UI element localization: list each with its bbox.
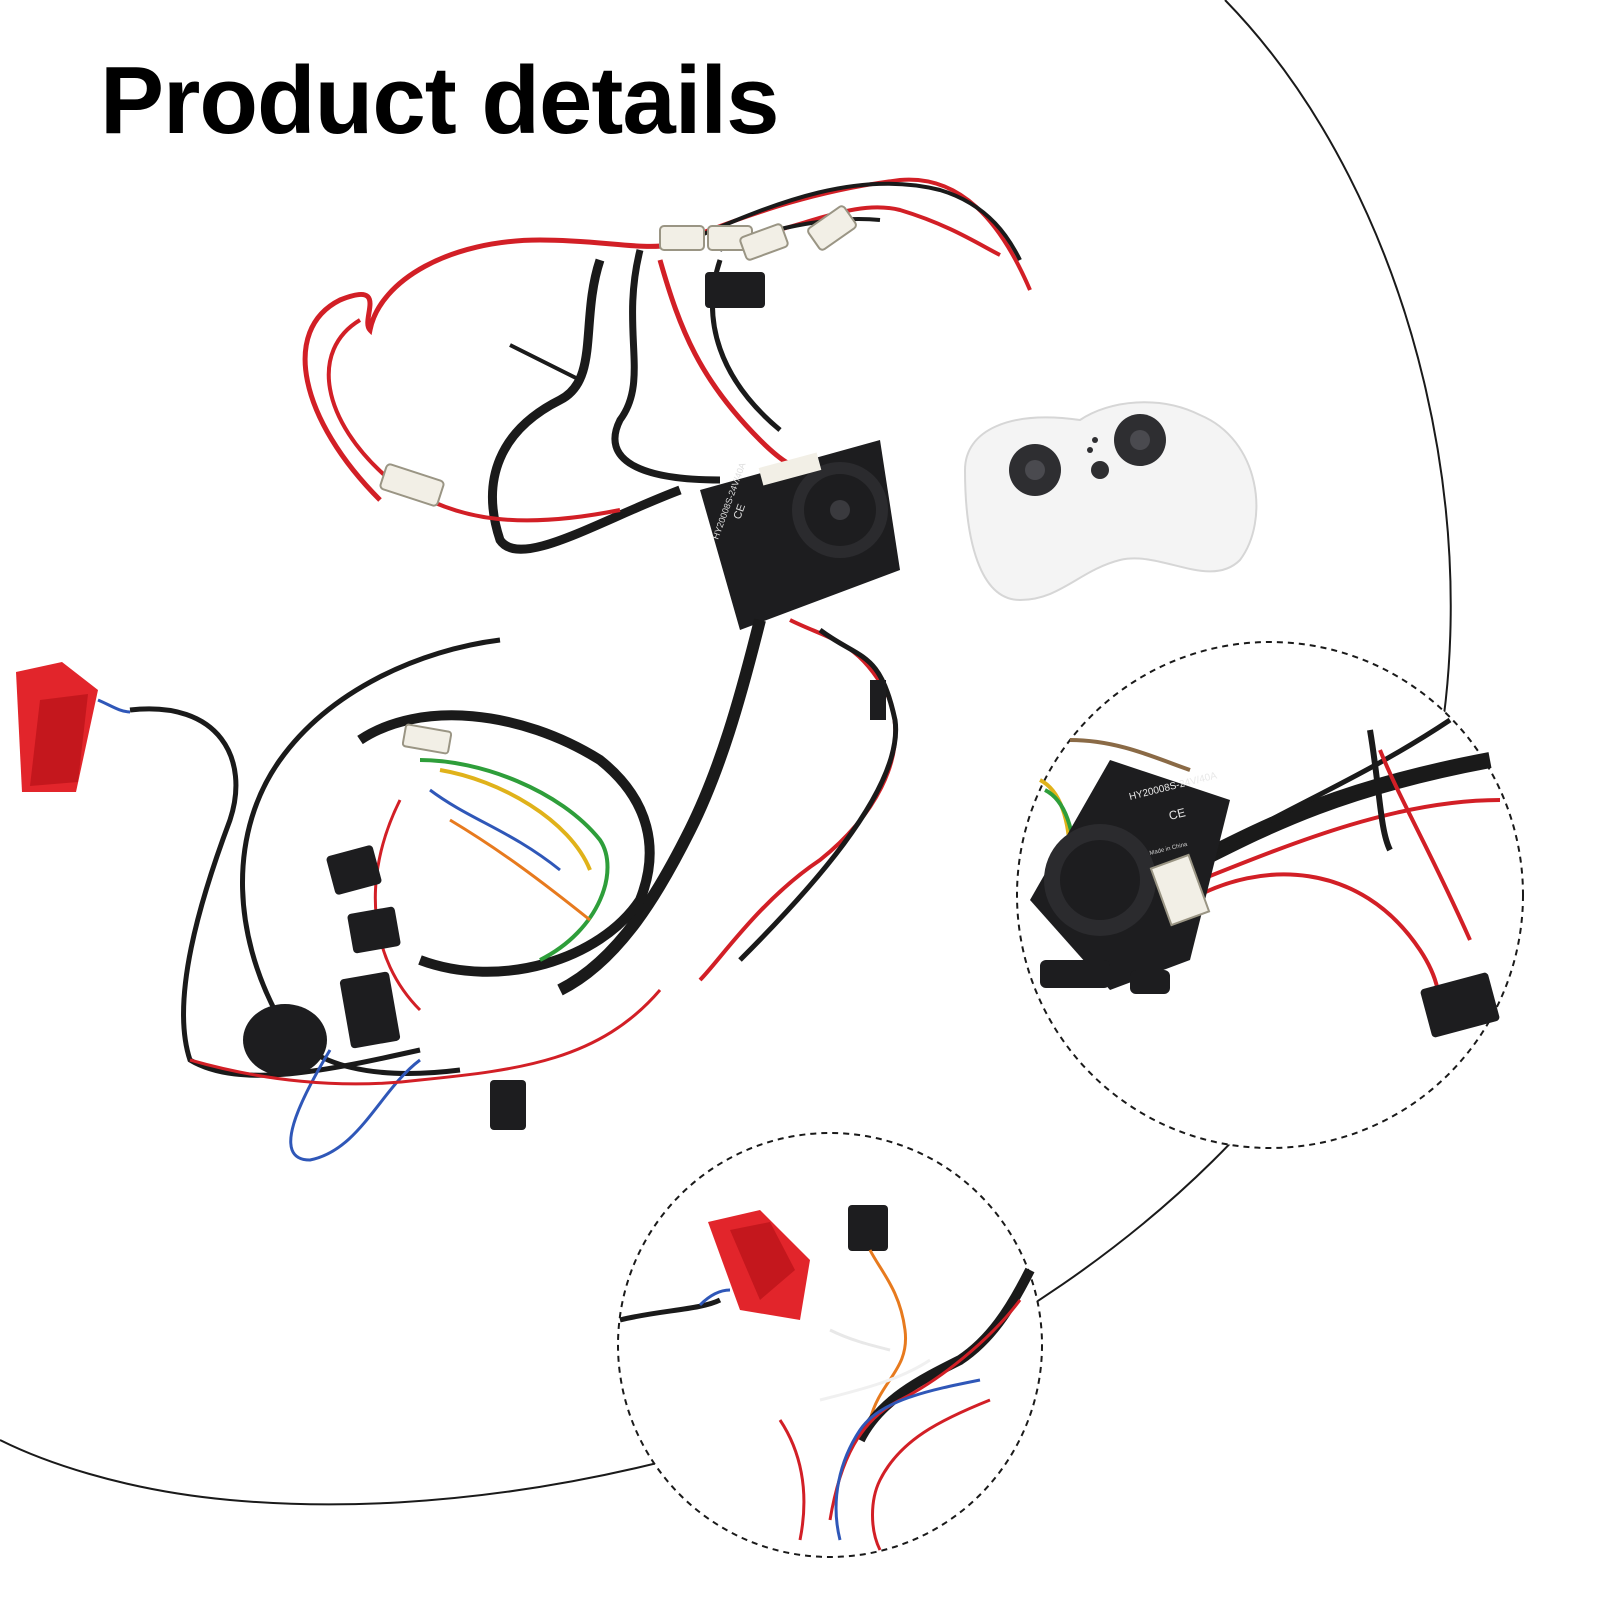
- connector-white: [379, 205, 857, 507]
- gear-shift-knob: [243, 1004, 327, 1076]
- foot-pedal: [16, 662, 131, 792]
- controller-box: HY20008S-24V/40A CE: [700, 440, 900, 630]
- wiring-harness: HY20008S-24V/40A CE: [16, 177, 1032, 1162]
- background-arc: [0, 0, 1452, 1506]
- controller-cert-label: CE: [732, 503, 749, 521]
- inset-controller-detail: HY20008S-24V/40A CE Made in China: [1016, 641, 1524, 1149]
- inset-pedal-detail: [617, 1132, 1043, 1558]
- inline-connector: [870, 680, 886, 720]
- inset-micro-switch: [1420, 972, 1500, 1038]
- micro-switch: [705, 272, 765, 308]
- inset-controller-cert-label: CE: [1167, 805, 1187, 823]
- remote-center-button: [1091, 461, 1109, 479]
- page-title: Product details: [100, 47, 779, 154]
- rocker-switches: [326, 845, 526, 1130]
- connector-white: [401, 723, 453, 755]
- remote-controller: [963, 401, 1258, 602]
